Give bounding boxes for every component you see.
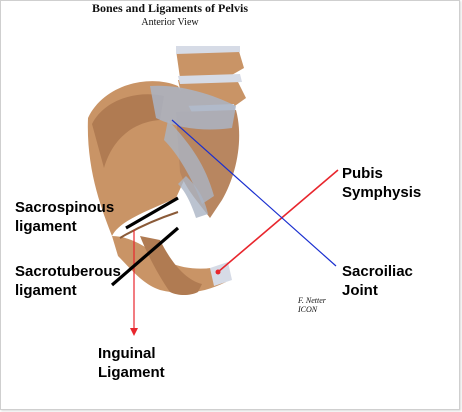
figure-subtitle: Anterior View (141, 17, 199, 28)
pubis-symphysis-label: Pubis Symphysis (342, 165, 422, 201)
sacrospinous-pointer (125, 196, 179, 230)
pubis-symphysis-pointer (217, 169, 339, 273)
sacroiliac-joint-label: Sacroiliac Joint (342, 263, 413, 299)
inguinal-ligament-label: Inguinal Ligament (98, 345, 165, 381)
figure-title: Bones and Ligaments of Pelvis (91, 1, 248, 15)
sacroiliac-pointer (171, 119, 337, 267)
sacrotuberous-pointer (110, 226, 180, 287)
sacrotuberous-ligament-label: Sacrotuberous ligament (15, 263, 121, 299)
sacrospinous-ligament-label: Sacrospinous ligament (15, 199, 115, 235)
artist-signature: F. Netter ICON (298, 296, 326, 314)
pubic-symphysis-cartilage (210, 262, 232, 286)
ischium (140, 236, 202, 295)
